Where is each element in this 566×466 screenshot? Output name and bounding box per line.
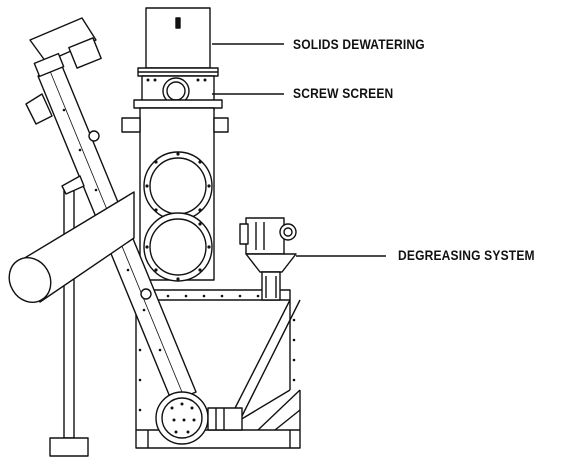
support-column — [49, 175, 89, 457]
cross-pipe — [8, 191, 135, 303]
solids-dewatering-unit — [137, 7, 219, 77]
label-solids-dewatering: SOLIDS DEWATERING — [293, 36, 425, 52]
callout-leaders — [212, 43, 386, 257]
label-screw-screen: SCREW SCREEN — [293, 85, 394, 101]
degreasing-unit — [239, 217, 297, 301]
screw-screen-unit — [133, 75, 223, 111]
main-tank — [121, 107, 229, 282]
label-degreasing-system: DEGREASING SYSTEM — [398, 247, 535, 263]
